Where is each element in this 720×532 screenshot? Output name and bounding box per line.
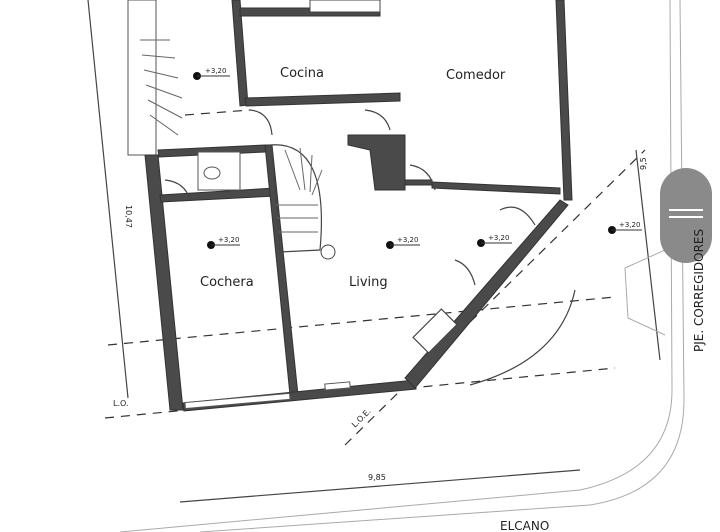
dimension-line-bottom (179, 469, 581, 503)
street-label-elcano: ELCANO (500, 519, 549, 532)
svg-text:+3,20: +3,20 (397, 236, 418, 244)
level-marker: +3,20 (608, 221, 642, 234)
toilet (203, 166, 221, 180)
spiral-treads (276, 147, 323, 233)
window-cochera (184, 392, 291, 410)
lot-boundary-left (87, 0, 129, 399)
room-label-cocina: Cocina (280, 66, 324, 81)
walls (144, 0, 573, 412)
ochava-curve (469, 289, 576, 386)
room-label-comedor: Comedor (446, 68, 506, 83)
dashed-line-top (184, 109, 251, 116)
street-badge-icon (669, 209, 703, 218)
corner-structure (624, 249, 666, 336)
kitchen-counter (309, 0, 381, 13)
svg-text:+3,20: +3,20 (488, 234, 509, 242)
street-label-corregidores: PJE. CORREGIDORES (692, 229, 706, 352)
doors (164, 109, 536, 354)
level-marker: +3,20 (207, 236, 240, 249)
level-marker: +3,20 (386, 236, 420, 249)
svg-text:+3,20: +3,20 (205, 67, 226, 75)
svg-text:+3,20: +3,20 (619, 221, 640, 229)
dashed-line-1 (107, 296, 616, 346)
dimension-left: 10,47 (124, 205, 133, 228)
window-living (324, 381, 351, 391)
level-marker: +3,20 (477, 234, 512, 247)
level-marker: +3,20 (193, 67, 230, 80)
stair-upper (127, 0, 157, 156)
room-label-living: Living (349, 275, 388, 290)
stair-treads-upper (140, 39, 183, 136)
stair-newel (320, 244, 336, 260)
dimension-right: 9,5 (639, 157, 648, 170)
room-label-cochera: Cochera (200, 275, 254, 290)
street-curb-inner (199, 0, 685, 532)
svg-text:+3,20: +3,20 (218, 236, 239, 244)
label-lo: L.O. (113, 399, 129, 408)
dimension-bottom: 9,85 (368, 473, 386, 482)
street-badge (660, 168, 712, 263)
label-loe: L.O.E. (350, 407, 373, 430)
dashed-line-loe (344, 149, 646, 446)
dimension-line-right (635, 149, 661, 361)
street-curb-curve (119, 0, 673, 532)
